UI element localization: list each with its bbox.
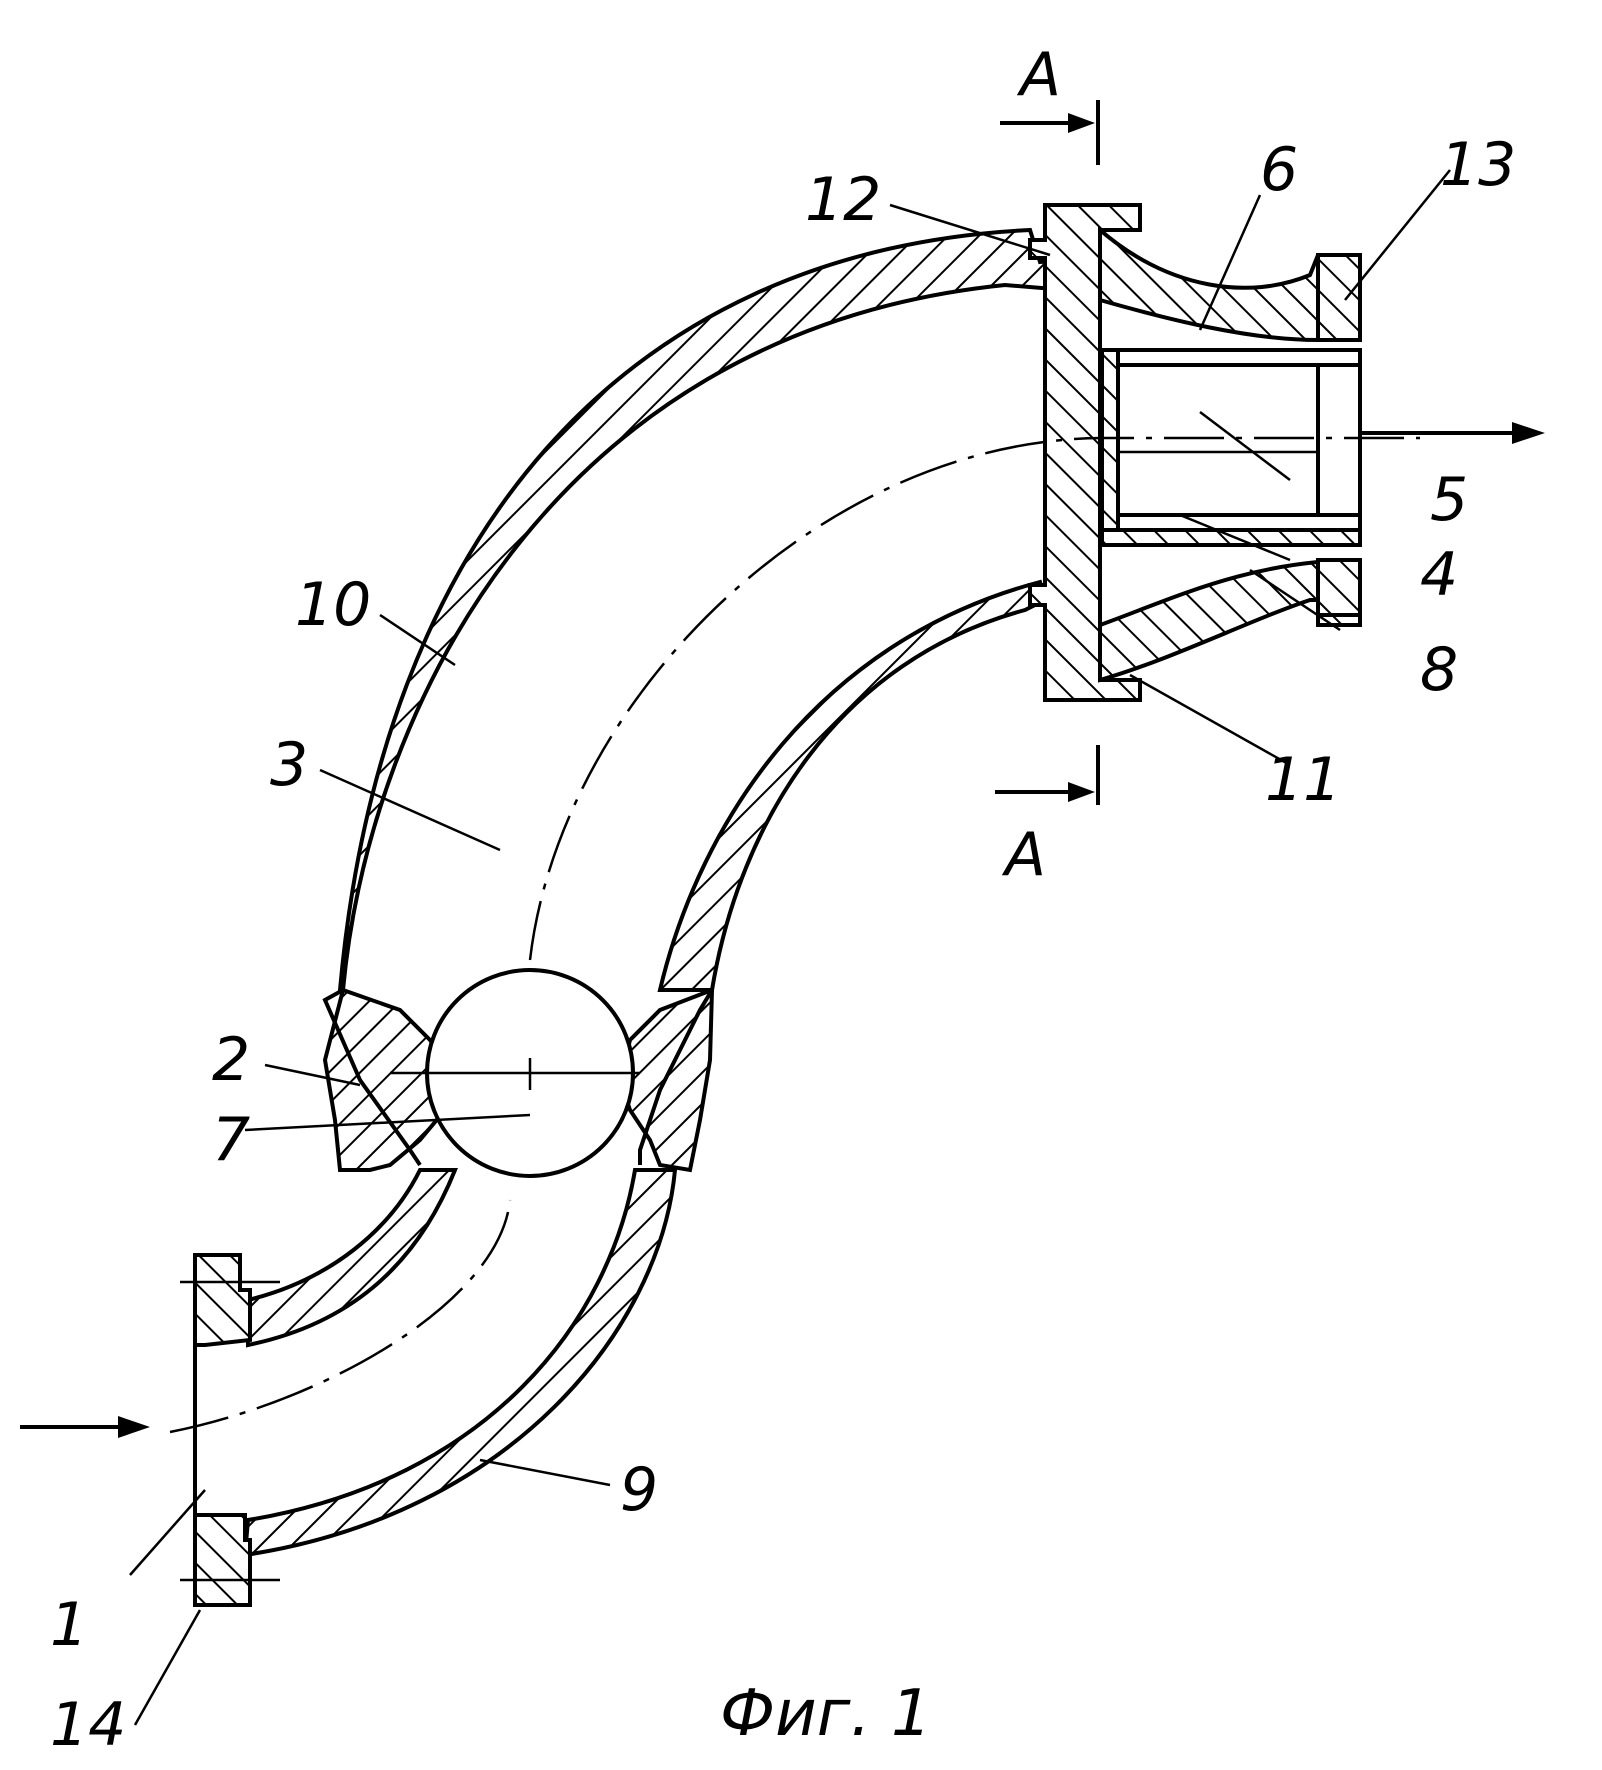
nozzle-left-strip — [1102, 350, 1118, 530]
lower-inner-wall — [248, 1170, 455, 1345]
outlet-arrow — [1360, 422, 1545, 444]
outlet-flange-13-lower — [1318, 560, 1360, 615]
label-7: 7 — [212, 1105, 250, 1175]
inlet-flange-bottom — [195, 1515, 250, 1605]
label-13: 13 — [1440, 130, 1516, 200]
upper-inner-wall — [660, 582, 1045, 990]
label-3: 3 — [270, 730, 308, 800]
label-9: 9 — [620, 1455, 658, 1525]
nozzle-body-5 — [1102, 350, 1360, 530]
inlet-arrow — [20, 1416, 150, 1438]
label-6: 6 — [1260, 135, 1298, 205]
section-mark-bottom — [995, 745, 1098, 805]
label-4: 4 — [1420, 540, 1458, 610]
label-12: 12 — [805, 165, 881, 235]
section-label-bottom: А — [1001, 820, 1046, 890]
label-2: 2 — [212, 1025, 250, 1095]
section-label-top: А — [1016, 40, 1061, 110]
lower-outer-wall — [245, 1170, 675, 1555]
label-10: 10 — [295, 570, 371, 640]
inlet-flange-top — [195, 1255, 250, 1345]
figure-caption: Фиг. 1 — [720, 1677, 932, 1751]
liner-4-bottom — [1102, 530, 1360, 545]
label-11: 11 — [1265, 745, 1341, 815]
label-8: 8 — [1420, 635, 1458, 705]
outlet-flange-13 — [1318, 255, 1360, 340]
label-14: 14 — [50, 1690, 126, 1760]
label-1: 1 — [50, 1590, 88, 1660]
label-5: 5 — [1430, 465, 1468, 535]
